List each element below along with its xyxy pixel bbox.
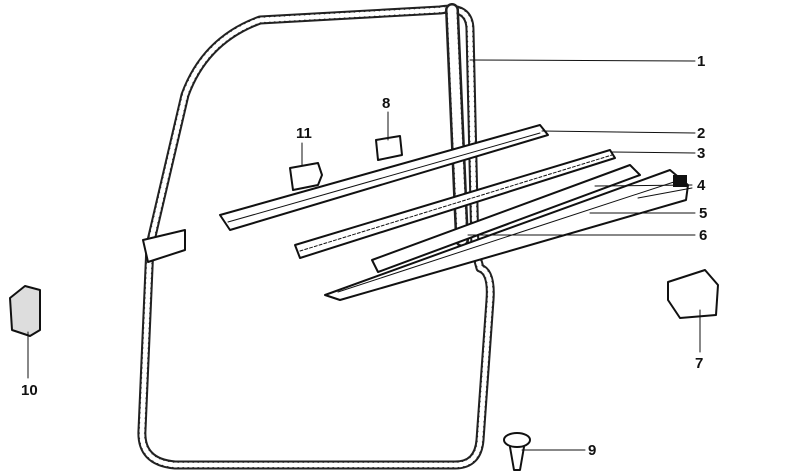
- callout-4: 4: [697, 177, 706, 194]
- callout-10: 10: [21, 382, 38, 399]
- callout-9: 9: [588, 442, 597, 459]
- part-9-pin-head: [503, 432, 531, 448]
- callout-6: 6: [699, 227, 708, 244]
- callout-8: 8: [382, 95, 391, 112]
- callout-7: 7: [695, 355, 704, 372]
- callout-1: 1: [697, 53, 706, 70]
- callout-2: 2: [697, 125, 706, 142]
- part-7-clip: [667, 269, 719, 319]
- part-10-block: [9, 285, 41, 337]
- part-4-strip: [371, 164, 641, 273]
- callout-3: 3: [697, 145, 706, 162]
- callout-11: 11: [296, 125, 312, 142]
- callout-5: 5: [699, 205, 708, 222]
- part-3-strip: [294, 149, 616, 259]
- part-9-pin-stem: [509, 446, 525, 471]
- part-11-clip: [289, 162, 323, 191]
- part-8-clip: [375, 135, 403, 161]
